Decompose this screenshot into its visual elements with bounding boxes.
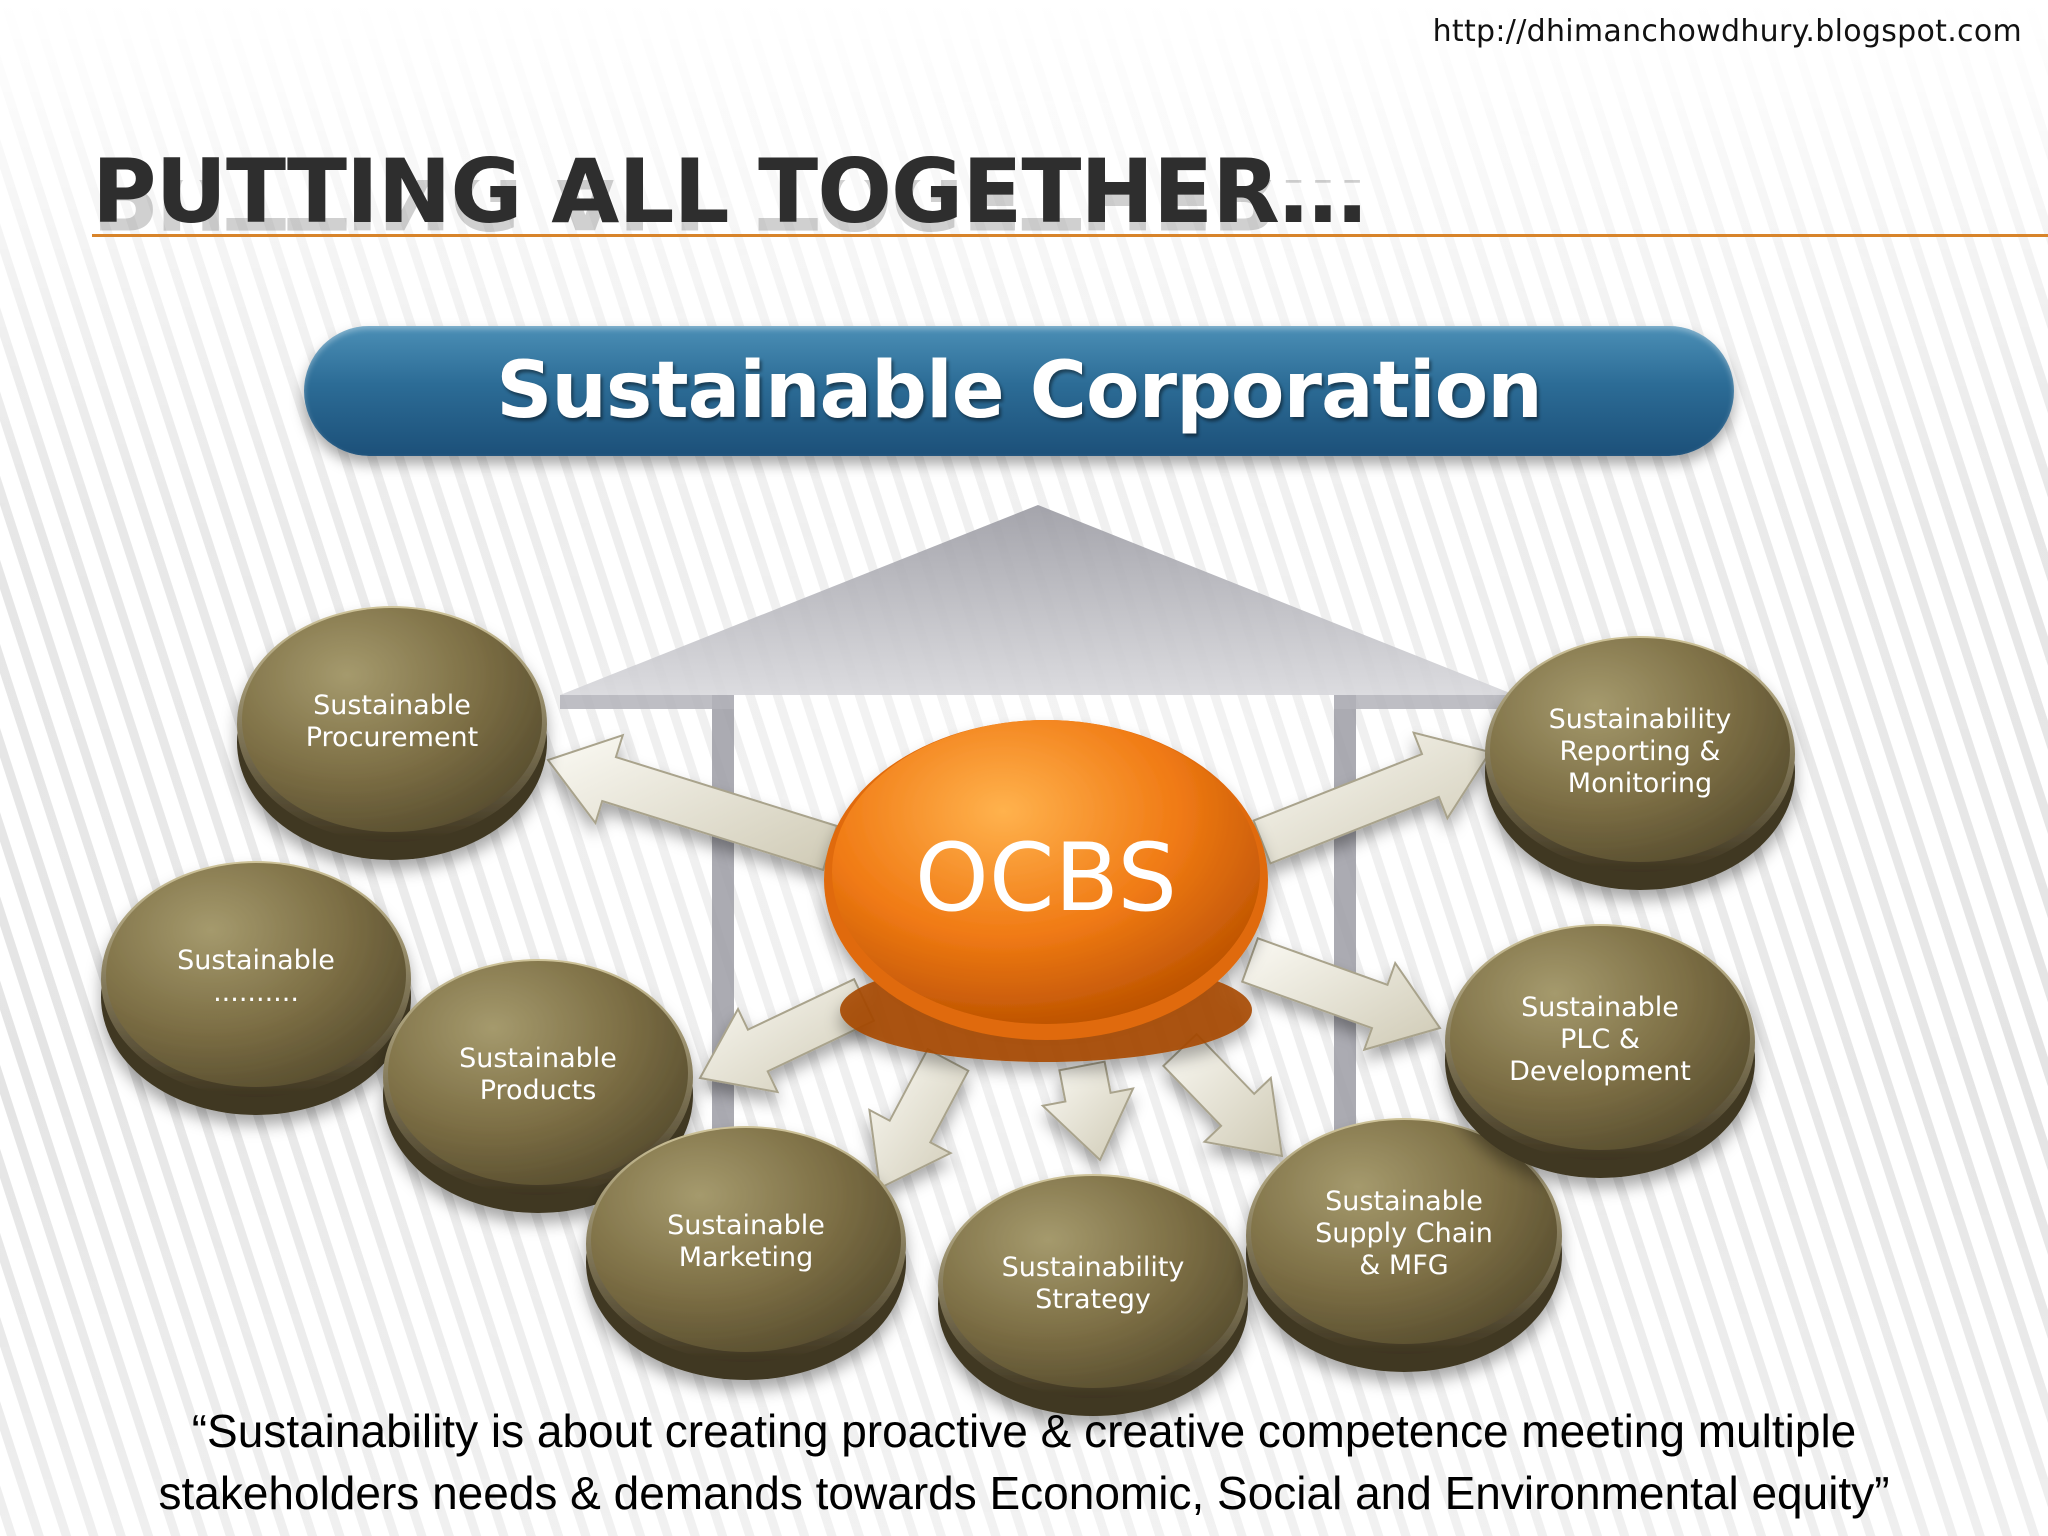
arrow-4 bbox=[1040, 1060, 1135, 1162]
node-supply-chain-label-1: Sustainable bbox=[1325, 1186, 1483, 1217]
node-plc-label-2: PLC & bbox=[1560, 1024, 1640, 1055]
node-reporting-label-2: Reporting & bbox=[1560, 736, 1721, 767]
node-strategy-label-1: Sustainability bbox=[1002, 1252, 1185, 1283]
node-reporting-label-1: Sustainability bbox=[1549, 704, 1732, 735]
quote-line-1: “Sustainability is about creating proact… bbox=[191, 1405, 1857, 1457]
node-marketing-face bbox=[591, 1128, 901, 1352]
quote-line-2: stakeholders needs & demands towards Eco… bbox=[158, 1467, 1890, 1519]
sustainable-corporation-banner: Sustainable Corporation bbox=[304, 326, 1734, 456]
node-marketing-label-2: Marketing bbox=[679, 1242, 814, 1273]
node-plc-face bbox=[1450, 926, 1750, 1150]
nodes-layer: SustainableProcurementSustainable.......… bbox=[101, 606, 1795, 1416]
node-marketing-label-1: Sustainable bbox=[667, 1210, 825, 1241]
arrow-7 bbox=[1252, 731, 1492, 865]
node-products-face bbox=[388, 961, 688, 1185]
node-plc-label-3: Development bbox=[1509, 1056, 1691, 1087]
node-products-label-2: Products bbox=[480, 1075, 597, 1106]
sustainability-quote: “Sustainability is about creating proact… bbox=[0, 1400, 2048, 1524]
node-other-label-1: Sustainable bbox=[177, 945, 335, 976]
arrows-layer bbox=[546, 731, 1492, 1190]
ocbs-label: OCBS bbox=[915, 824, 1177, 933]
node-procurement-label-1: Sustainable bbox=[313, 690, 471, 721]
ocbs-center-node: OCBS bbox=[824, 720, 1268, 1062]
node-other: Sustainable.......... bbox=[101, 861, 411, 1115]
source-url: http://dhimanchowdhury.blogspot.com bbox=[1432, 14, 2022, 49]
node-supply-chain-label-2: Supply Chain bbox=[1315, 1218, 1493, 1249]
node-plc-label-1: Sustainable bbox=[1521, 992, 1679, 1023]
node-strategy-face bbox=[943, 1176, 1243, 1388]
arrow-3 bbox=[868, 1047, 970, 1190]
arrow-5 bbox=[1161, 1032, 1284, 1158]
node-other-face bbox=[106, 863, 406, 1087]
page-title: PUTTING ALL TOGETHER… bbox=[92, 140, 1367, 243]
banner-label: Sustainable Corporation bbox=[496, 346, 1543, 436]
node-supply-chain-face bbox=[1251, 1120, 1557, 1344]
node-supply-chain-label-3: & MFG bbox=[1359, 1250, 1448, 1281]
arrow-1 bbox=[546, 733, 839, 872]
arrow-6 bbox=[1240, 937, 1442, 1052]
node-reporting-face bbox=[1490, 638, 1790, 862]
title-underline bbox=[92, 234, 2048, 237]
node-other-label-2: .......... bbox=[213, 977, 299, 1008]
node-procurement-face bbox=[242, 608, 542, 832]
node-procurement-label-2: Procurement bbox=[306, 722, 479, 753]
node-strategy-label-2: Strategy bbox=[1035, 1284, 1151, 1315]
node-products-label-1: Sustainable bbox=[459, 1043, 617, 1074]
node-reporting-label-3: Monitoring bbox=[1568, 768, 1712, 799]
